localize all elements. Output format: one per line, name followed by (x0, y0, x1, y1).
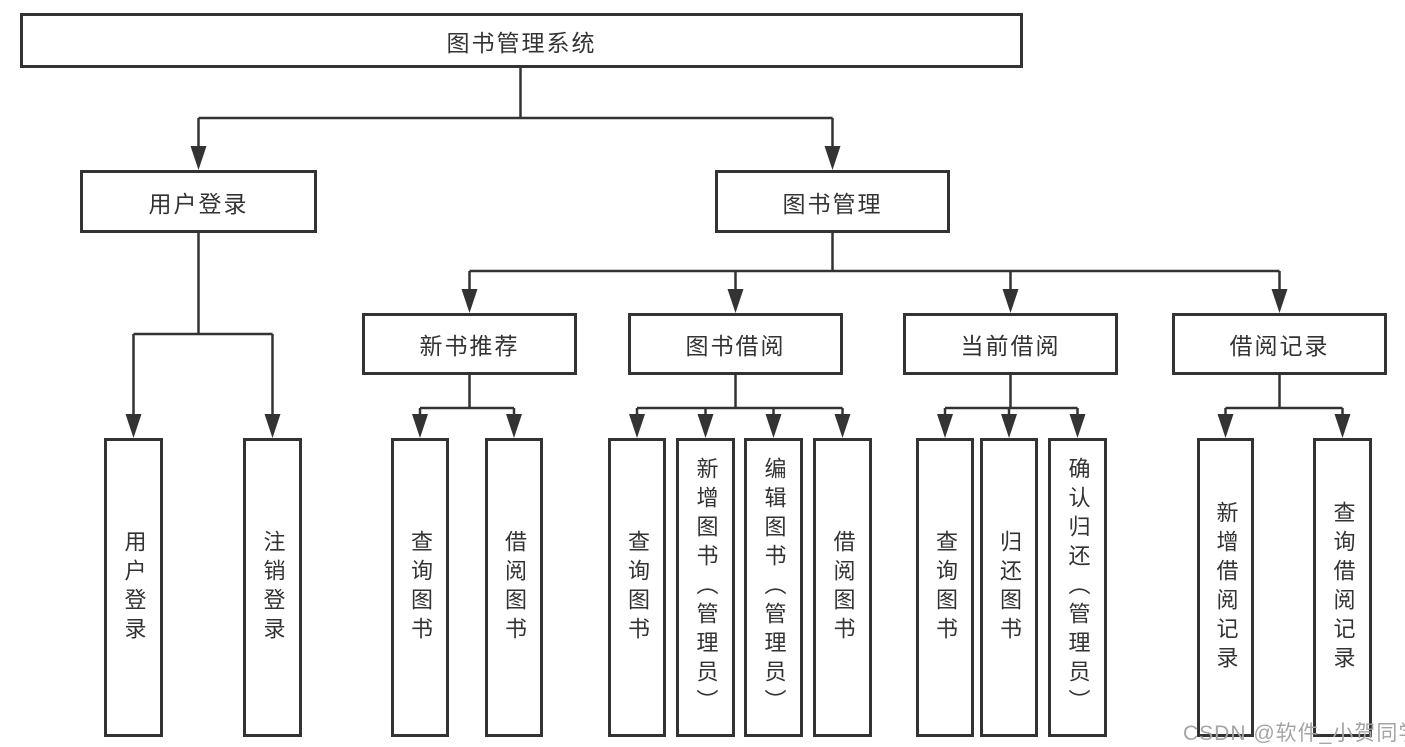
leaf-user-login: 用户登录 (104, 438, 163, 737)
leaf-query-books-borrow: 查询图书 (608, 438, 666, 737)
connector-current-borrow-children (937, 375, 1086, 438)
node-library-system: 图书管理系统 (20, 13, 1023, 68)
arrowhead-icon (264, 414, 281, 438)
leaf-confirm-return-admin: 确认归还（管理员） (1048, 438, 1107, 737)
arrowhead-icon (765, 414, 782, 438)
arrowhead-icon (1069, 414, 1086, 438)
node-new-book-recommend: 新书推荐 (362, 313, 577, 375)
leaf-return-books: 归还图书 (980, 438, 1038, 737)
connector-user-login-children (125, 233, 281, 438)
arrowhead-icon (937, 414, 953, 438)
node-current-borrow: 当前借阅 (903, 313, 1118, 375)
node-borrow-records: 借阅记录 (1172, 313, 1387, 375)
leaf-query-books-current: 查询图书 (916, 438, 974, 737)
leaf-query-books-recommend: 查询图书 (391, 438, 449, 737)
connector-borrow-records-children (1217, 375, 1351, 438)
connector-book-borrow-children (629, 375, 851, 438)
arrowhead-icon (1334, 414, 1351, 438)
arrowhead-icon (190, 146, 207, 170)
arrowhead-icon (834, 414, 851, 438)
arrowhead-icon (629, 414, 645, 438)
arrowhead-icon (697, 414, 714, 438)
leaf-borrow-books-recommend: 借阅图书 (485, 438, 543, 737)
arrowhead-icon (506, 414, 522, 438)
arrowhead-icon (125, 414, 142, 438)
connector-book-management-children (461, 233, 1288, 313)
leaf-borrow-books: 借阅图书 (813, 438, 872, 737)
arrowhead-icon (461, 289, 478, 313)
arrowhead-icon (412, 414, 428, 438)
connector-root-branches (190, 68, 841, 170)
leaf-query-borrow-record: 查询借阅记录 (1313, 438, 1372, 737)
leaf-edit-books-admin: 编辑图书（管理员） (744, 438, 803, 737)
watermark: CSDN @软件_小贺同学 (1183, 722, 1405, 745)
node-book-borrow: 图书借阅 (628, 313, 843, 375)
arrowhead-icon (1217, 414, 1234, 438)
arrowhead-icon (824, 146, 841, 170)
arrowhead-icon (727, 289, 744, 313)
node-book-management: 图书管理 (715, 170, 950, 233)
leaf-add-books-admin: 新增图书（管理员） (676, 438, 735, 737)
leaf-logout: 注销登录 (243, 438, 302, 737)
connector-new-book-recommend-children (412, 375, 522, 438)
node-user-login: 用户登录 (80, 170, 317, 233)
leaf-add-borrow-record: 新增借阅记录 (1197, 438, 1254, 737)
arrowhead-icon (1001, 414, 1017, 438)
arrowhead-icon (1271, 289, 1288, 313)
arrowhead-icon (1002, 289, 1019, 313)
